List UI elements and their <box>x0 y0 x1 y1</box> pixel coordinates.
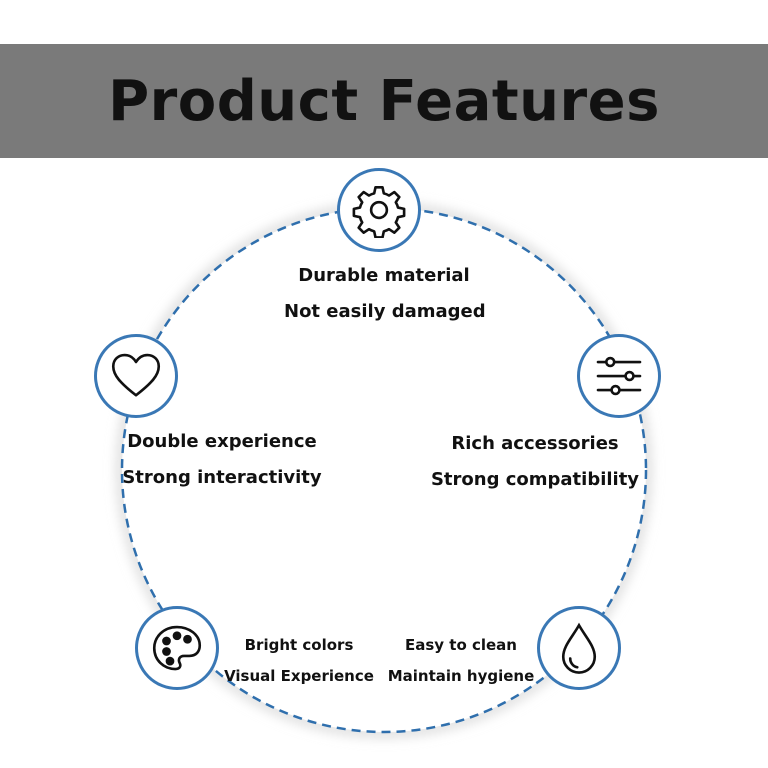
sliders-icon <box>596 356 642 396</box>
palette-icon <box>152 625 202 671</box>
page-title: Product Features <box>108 68 660 134</box>
water-drop-icon <box>561 622 597 674</box>
feature-durable-label: Durable material Not easily damaged <box>284 265 486 322</box>
feature-colors-label: Bright colors Visual Experience <box>224 636 374 685</box>
feature-clean-label: Easy to clean Maintain hygiene <box>387 636 535 685</box>
palette-badge <box>135 606 219 690</box>
feature-accessories-label: Rich accessories Strong compatibility <box>430 433 640 490</box>
gear-badge <box>337 168 421 252</box>
gear-icon <box>352 185 406 238</box>
heart-icon <box>111 353 161 397</box>
sliders-badge <box>577 334 661 418</box>
header-bar: Product Features <box>0 44 768 158</box>
heart-badge <box>94 334 178 418</box>
feature-interactivity-label: Double experience Strong interactivity <box>122 431 322 488</box>
water-drop-badge <box>537 606 621 690</box>
